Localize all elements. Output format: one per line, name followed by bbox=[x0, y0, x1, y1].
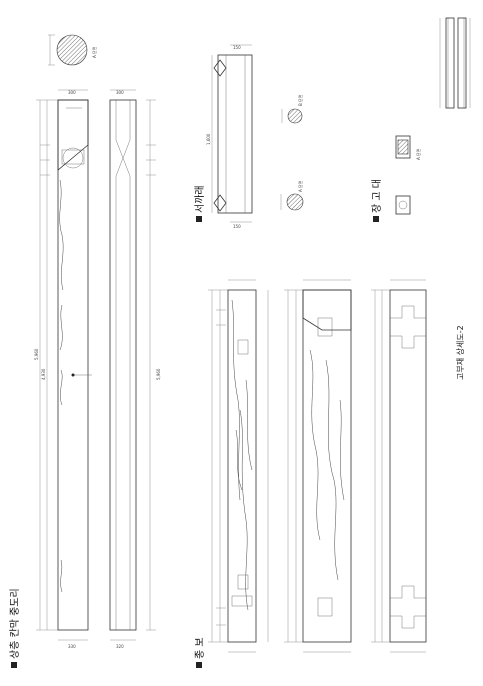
rafter-elevation bbox=[217, 54, 253, 214]
section-marker-janggodae bbox=[373, 216, 379, 222]
svg-text:1,600: 1,600 bbox=[206, 133, 211, 145]
purlin-cross-section bbox=[56, 34, 88, 66]
svg-text:150: 150 bbox=[233, 224, 241, 229]
purlin-plan-view: 5,960 300 320 bbox=[109, 89, 161, 649]
janggodae-detail-group: 장 고 대 A 단면 bbox=[371, 135, 421, 222]
section-title-tie-beam: 종 보 bbox=[194, 637, 206, 659]
sheet-title: 고부재 상세도-2 bbox=[455, 325, 465, 380]
svg-text:A 단면: A 단면 bbox=[297, 180, 303, 192]
section-marker-rafter bbox=[196, 216, 202, 222]
section-title-purlin: 상층 칸막 중도리 bbox=[9, 588, 21, 659]
svg-text:320: 320 bbox=[116, 644, 124, 649]
purlin-section-callout: A 단면 bbox=[91, 46, 97, 58]
purlin-elevation bbox=[57, 99, 89, 631]
rafter-section-a bbox=[287, 108, 303, 124]
svg-text:5,960: 5,960 bbox=[156, 368, 161, 380]
section-marker-tie-beam bbox=[196, 662, 202, 668]
section-title-janggodae: 장 고 대 bbox=[371, 179, 383, 213]
section-marker-purlin bbox=[11, 662, 17, 668]
section-title-rafter: 서까래 bbox=[194, 185, 206, 213]
rafter-section-b bbox=[286, 193, 304, 211]
svg-text:A 단면: A 단면 bbox=[415, 148, 421, 160]
tie-beam-elevation-3 bbox=[389, 289, 427, 643]
purlin-detail-group: 상층 칸막 중도리 A 단면 5,960 4,930 300 bbox=[9, 34, 161, 668]
purlin-end-joint bbox=[57, 99, 89, 171]
tie-beam-detail-group: 종 보 bbox=[194, 279, 427, 668]
svg-text:5,960: 5,960 bbox=[34, 348, 39, 360]
svg-text:300: 300 bbox=[68, 90, 76, 95]
svg-text:150: 150 bbox=[233, 45, 241, 50]
rafter-detail-group: 서까래 1,600 150 150 B 단면 A 단면 bbox=[194, 44, 304, 229]
svg-text:4,930: 4,930 bbox=[41, 368, 46, 380]
tie-beam-elevation-1 bbox=[227, 289, 257, 643]
top-right-elevation bbox=[439, 17, 471, 109]
svg-text:300: 300 bbox=[116, 90, 124, 95]
svg-text:B 단면: B 단면 bbox=[297, 94, 303, 106]
tie-beam-elevation-2 bbox=[302, 289, 352, 643]
svg-text:330: 330 bbox=[68, 644, 76, 649]
